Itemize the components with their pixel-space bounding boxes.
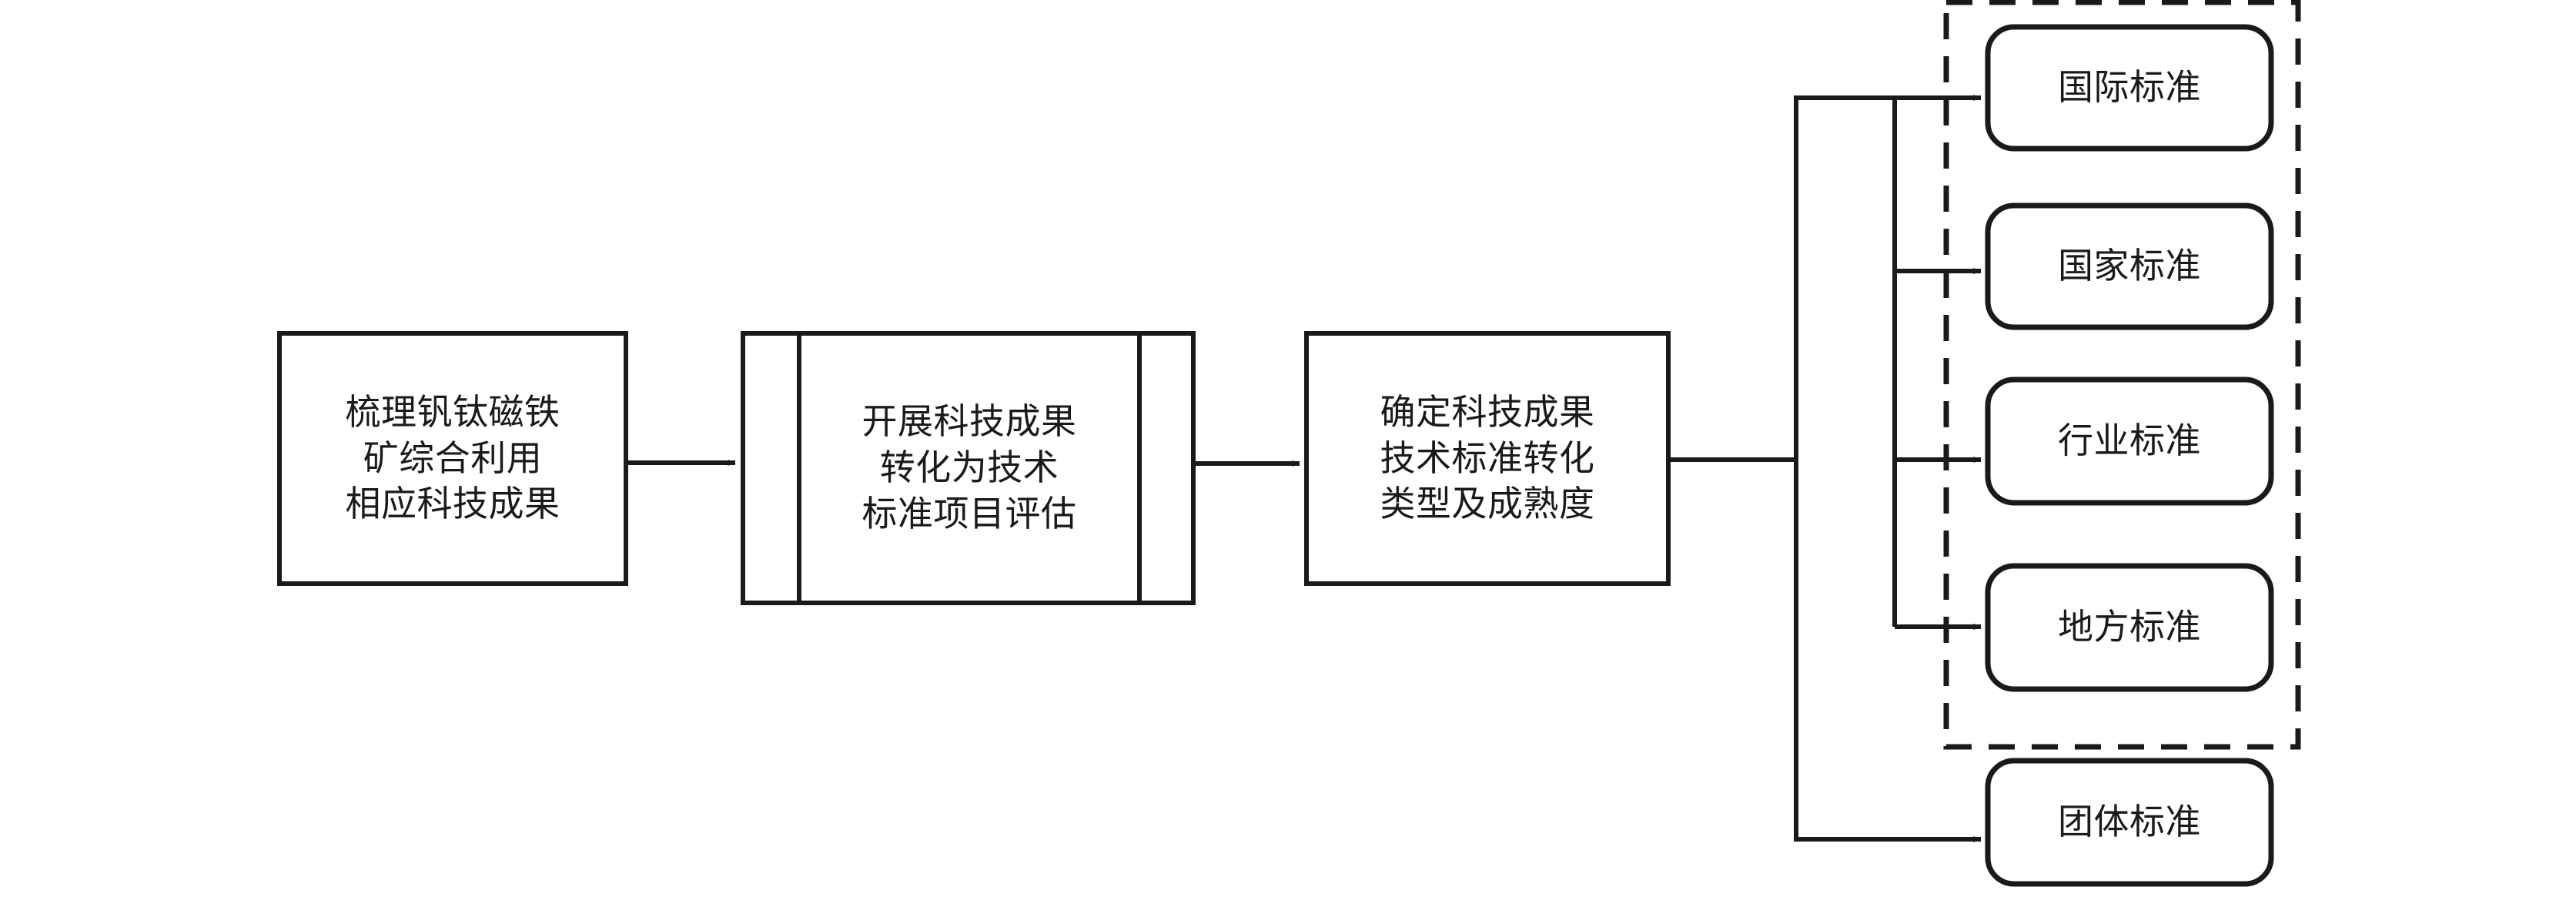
process-node-2-shape[interactable] — [741, 331, 1196, 605]
terminal-node-local-shape[interactable] — [1985, 563, 2274, 692]
terminal-node-industry-shape[interactable] — [1985, 377, 2274, 506]
terminal-node-national-shape[interactable] — [1985, 202, 2274, 330]
terminal-node-group-shape[interactable] — [1985, 758, 2274, 887]
process-node-1-shape[interactable] — [277, 331, 628, 586]
process-node-3-shape[interactable] — [1304, 331, 1671, 586]
mandatory-standards-group-boundary — [1943, 0, 2301, 750]
terminal-node-international-shape[interactable] — [1985, 24, 2274, 152]
